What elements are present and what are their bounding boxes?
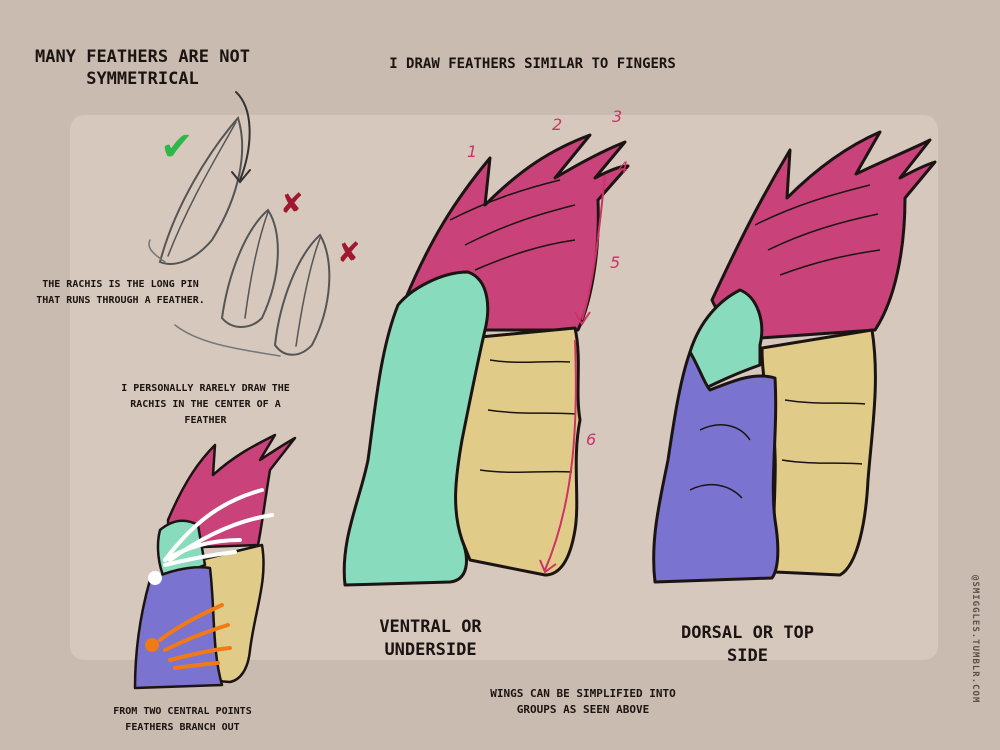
check-mark: ✔ [160, 124, 194, 170]
svg-text:2: 2 [552, 115, 562, 134]
credit-watermark: @SMIGGLES.TUMBLR.COM [970, 575, 980, 704]
cross-mark-2: ✘ [337, 236, 360, 269]
dorsal-secondaries [760, 328, 877, 577]
symmetric-feather-sketch-1 [220, 208, 279, 328]
dorsal-wing [652, 130, 937, 584]
ventral-wing [342, 133, 630, 587]
fingers-heading: I DRAW FEATHERS SIMILAR TO FINGERS [389, 56, 676, 72]
svg-text:3: 3 [612, 107, 622, 126]
asymmetric-feather-sketch [158, 115, 244, 265]
rachis-arrow [231, 91, 251, 184]
feather-sketches [148, 91, 331, 357]
ventral-label: VENTRAL OR UNDERSIDE [379, 617, 482, 660]
svg-text:6: 6 [586, 430, 596, 449]
branching-wing [133, 433, 297, 690]
asymmetry-heading: MANY FEATHERS ARE NOT SYMMETRICAL [35, 47, 250, 89]
simplified-groups-note: WINGS CAN BE SIMPLIFIED INTO GROUPS AS S… [490, 687, 676, 716]
branch-points-note: FROM TWO CENTRAL POINTS FEATHERS BRANCH … [113, 706, 252, 733]
cross-mark-1: ✘ [280, 187, 303, 220]
dorsal-marginal-coverts [652, 350, 780, 584]
ventral-coverts [342, 270, 490, 587]
svg-text:4: 4 [618, 158, 628, 177]
symmetric-feather-sketch-2 [273, 233, 331, 356]
dorsal-primaries [710, 130, 937, 340]
branching-guides [145, 488, 274, 670]
rachis-definition-note: THE RACHIS IS THE LONG PIN THAT RUNS THR… [36, 279, 205, 306]
feather-numbering: 1 2 3 4 5 6 [467, 107, 628, 574]
dorsal-label: DORSAL OR TOP SIDE [680, 623, 815, 666]
svg-text:1: 1 [467, 142, 477, 161]
rachis-center-note: I PERSONALLY RARELY DRAW THE RACHIS IN T… [121, 383, 290, 426]
svg-text:5: 5 [610, 253, 620, 272]
